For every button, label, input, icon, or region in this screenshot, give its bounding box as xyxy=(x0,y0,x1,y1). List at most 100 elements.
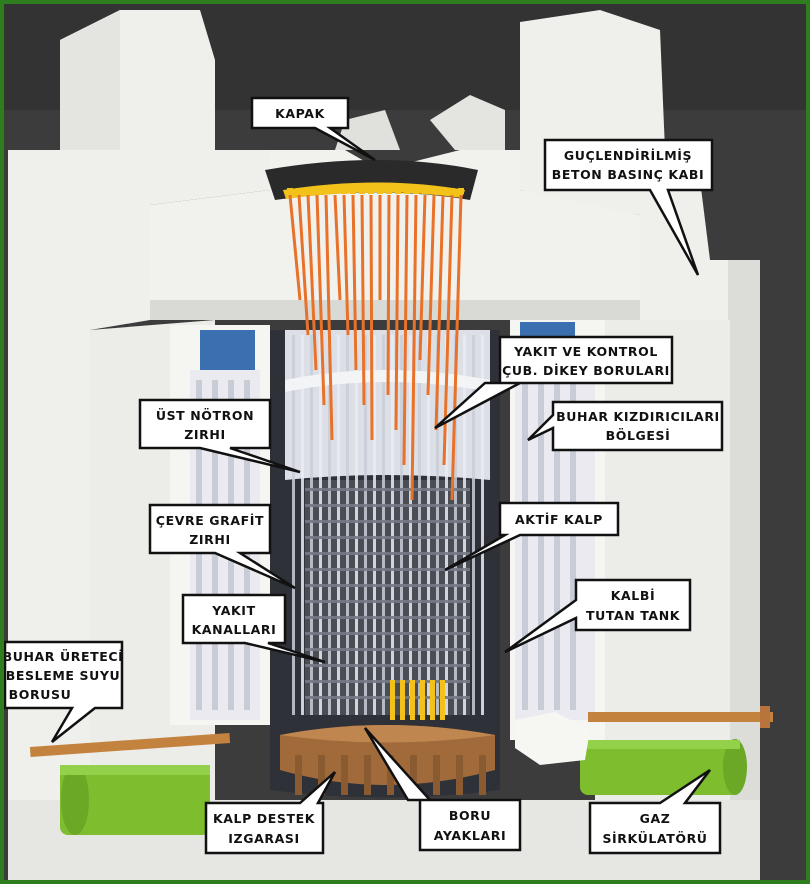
core-channel xyxy=(418,335,421,715)
graphite-band xyxy=(305,648,470,651)
rod xyxy=(297,194,310,336)
callout-buhar-ureteci: BUHAR ÜRETECİ BESLEME SUYU BORUSU xyxy=(3,640,124,743)
graphite-band xyxy=(305,536,470,539)
rod xyxy=(333,194,342,301)
label-buhar-ureteci-1: BUHAR ÜRETECİ xyxy=(3,649,124,664)
core-channel xyxy=(472,335,475,715)
core-channel xyxy=(409,335,412,715)
label-buhar-kizdirici-2: BÖLGESİ xyxy=(606,428,671,443)
rod xyxy=(410,194,418,501)
graphite-band xyxy=(305,568,470,571)
graphite-band xyxy=(305,600,470,603)
core-channel xyxy=(373,335,376,715)
core-channel xyxy=(436,335,439,715)
label-beton-2: BETON BASINÇ KABI xyxy=(552,167,705,182)
core-channel xyxy=(454,335,457,715)
core-channel xyxy=(364,335,367,715)
fuel-tip xyxy=(410,680,415,720)
graphite-band xyxy=(305,584,470,587)
label-kalp-destek-1: KALP DESTEK xyxy=(213,811,316,826)
pipe-legs xyxy=(295,755,486,795)
label-yakit-kontrol-2: ÇUB. DİKEY BORULARI xyxy=(502,363,670,378)
rod xyxy=(426,194,436,396)
gas-circulator-right xyxy=(580,739,747,795)
label-ust-notron-1: ÜST NÖTRON xyxy=(156,408,254,423)
callout-yakit-kontrol: YAKIT VE KONTROL ÇUB. DİKEY BORULARI xyxy=(434,335,674,430)
rod-top xyxy=(368,188,374,194)
label-kalbi-tutan-1: KALBİ xyxy=(611,588,656,603)
core-channel xyxy=(292,335,295,715)
gas-circulator-left xyxy=(60,765,210,835)
rod-top xyxy=(359,188,365,194)
label-beton-1: GUÇLENDİRİLMİŞ xyxy=(564,148,692,163)
graphite-band xyxy=(305,680,470,683)
rod xyxy=(386,194,391,396)
graphite-band xyxy=(305,616,470,619)
feedwater-pipe-flange xyxy=(760,706,770,728)
rod-top xyxy=(458,188,464,194)
label-kalp-destek-2: IZGARASI xyxy=(228,831,299,846)
pipe-leg xyxy=(364,755,371,795)
rod xyxy=(306,194,318,371)
rod-top xyxy=(350,188,356,194)
rod xyxy=(369,194,374,441)
core-channel xyxy=(337,335,340,715)
callout-gaz-sirkulatoru: GAZ SİRKÜLATÖRÜ xyxy=(588,768,722,855)
label-cevre-grafit-2: ZIRHI xyxy=(189,532,230,547)
callout-yakit-kanallari: YAKIT KANALLARI xyxy=(181,593,326,664)
core-channel xyxy=(319,335,322,715)
pipe-leg xyxy=(295,755,302,795)
graphite-band xyxy=(305,504,470,507)
rod-top xyxy=(413,188,419,194)
rod-top xyxy=(305,188,311,194)
rod xyxy=(342,194,350,336)
core-channel xyxy=(355,335,358,715)
rod xyxy=(288,194,302,301)
graphite-band xyxy=(305,664,470,667)
label-gaz-sirk-2: SİRKÜLATÖRÜ xyxy=(602,831,707,846)
rod-top xyxy=(296,188,302,194)
fuel-element-tips xyxy=(390,680,445,720)
support-grid-top xyxy=(280,725,495,743)
fuel-and-control-rods xyxy=(287,188,464,501)
core-channel xyxy=(391,335,394,715)
core-channel xyxy=(400,335,403,715)
label-buhar-kizdirici-1: BUHAR KIZDIRICILARI xyxy=(556,409,720,424)
graphite-band xyxy=(305,520,470,523)
feedwater-pipe-left xyxy=(29,733,231,757)
fuel-tip xyxy=(430,680,435,720)
pipe-leg xyxy=(479,755,486,795)
rod xyxy=(360,194,366,406)
label-aktif-kalp: AKTİF KALP xyxy=(515,512,603,527)
rod-top xyxy=(332,188,338,194)
rod xyxy=(434,194,445,431)
core-channel xyxy=(346,335,349,715)
active-core xyxy=(305,480,470,715)
pipe-leg xyxy=(341,755,348,795)
pipe-leg xyxy=(410,755,417,795)
rod-top xyxy=(377,188,383,194)
label-kalbi-tutan-2: TUTAN TANK xyxy=(586,608,681,623)
rod xyxy=(324,194,334,441)
core-channel xyxy=(382,335,385,715)
fuel-tip xyxy=(440,680,445,720)
rod-top xyxy=(395,188,401,194)
core-channel xyxy=(445,335,448,715)
graphite-band xyxy=(305,696,470,699)
label-boru-ayak-1: BORU xyxy=(449,808,491,823)
label-buhar-ureteci-3: BORUSU xyxy=(9,687,72,702)
label-cevre-grafit-1: ÇEVRE GRAFİT xyxy=(156,513,264,528)
rod-top xyxy=(314,188,320,194)
core-channel xyxy=(427,335,430,715)
core-channel xyxy=(463,335,466,715)
fuel-tip xyxy=(420,680,425,720)
rod xyxy=(402,194,409,466)
label-ust-notron-2: ZIRHI xyxy=(184,427,225,442)
label-kapak: KAPAK xyxy=(275,106,325,121)
rod-top xyxy=(323,188,329,194)
rod-top xyxy=(440,188,446,194)
rod-top xyxy=(341,188,347,194)
callout-beton-basinc-kabi: GUÇLENDİRİLMİŞ BETON BASINÇ KABI xyxy=(543,138,714,276)
pipe-leg xyxy=(456,755,463,795)
